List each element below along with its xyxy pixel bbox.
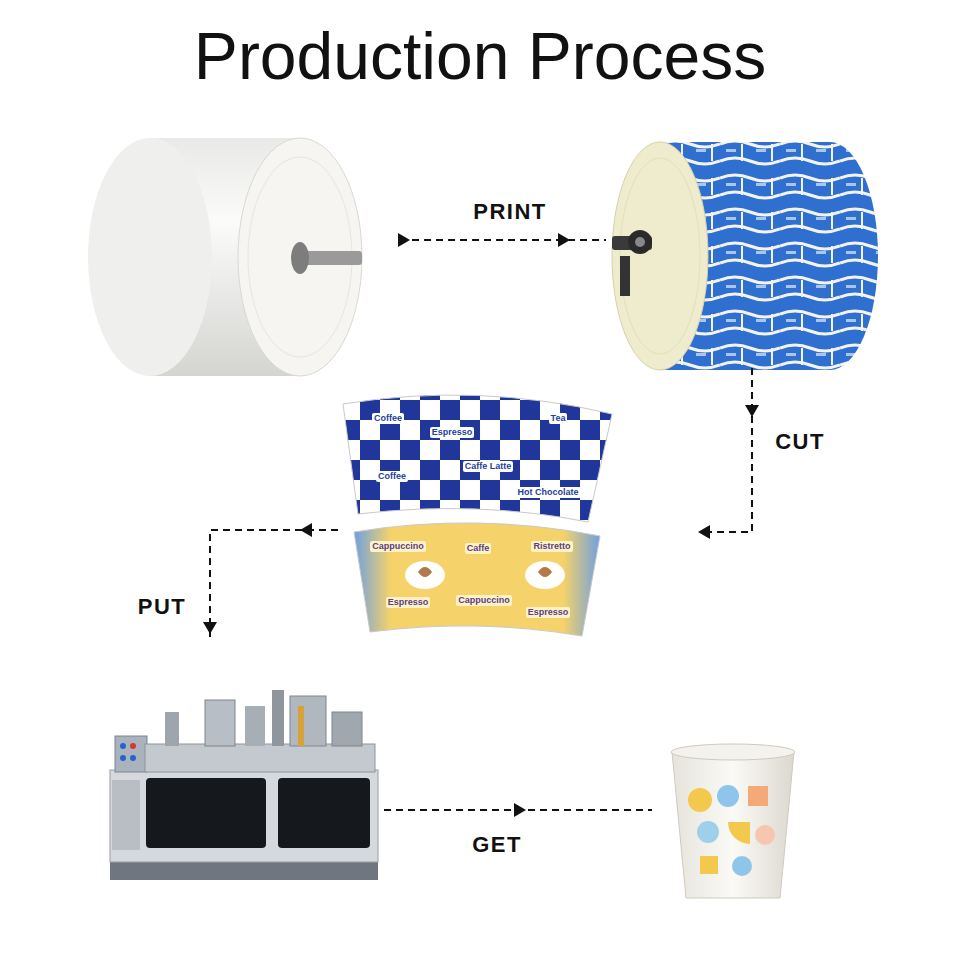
fan-print-text: Cappuccino <box>456 595 512 606</box>
illustration-rect <box>112 780 140 850</box>
fan-print-text: Hot Chocolate <box>515 487 580 498</box>
step-label: GET <box>468 832 526 858</box>
illustration-polygon <box>514 803 526 817</box>
illustration-rect <box>748 786 768 806</box>
fan-print-text: Caffe <box>465 543 492 554</box>
fan-print-text: Coffee <box>372 413 404 424</box>
cup-fan-blanks <box>343 395 612 636</box>
illustration-circle <box>635 237 645 247</box>
paper-roll <box>88 138 362 376</box>
illustration-rect <box>272 690 284 746</box>
step-label: PUT <box>134 594 191 620</box>
illustration-circle <box>120 743 126 749</box>
step-label: CUT <box>771 429 829 455</box>
illustration-path <box>700 368 752 532</box>
illustration-circle <box>717 785 739 807</box>
illustration-ellipse <box>620 158 700 354</box>
printed-roll <box>612 142 878 370</box>
illustration-ellipse <box>291 242 309 274</box>
illustration-rect <box>165 712 179 746</box>
illustration-circle <box>688 788 712 812</box>
illustration-polygon <box>300 523 312 537</box>
diagram-title: Production Process <box>194 18 766 94</box>
fan-print-text: Espresso <box>526 607 571 618</box>
illustration-ellipse <box>88 138 212 376</box>
flow-arrows <box>210 240 752 810</box>
illustration-path <box>538 567 552 577</box>
illustration-line <box>400 239 606 241</box>
illustration-polygon <box>558 233 570 247</box>
illustration-rect <box>115 736 147 772</box>
illustration-rect <box>110 860 378 880</box>
illustration-polygon <box>698 525 710 539</box>
illustration-rect <box>145 744 375 772</box>
illustration-ellipse <box>238 138 362 376</box>
illustration-ellipse <box>612 142 708 370</box>
illustration-circle <box>120 755 126 761</box>
arrow-heads <box>203 233 759 817</box>
illustration-rect <box>298 706 304 746</box>
fan-print-text: Espresso <box>386 597 431 608</box>
illustration-circle <box>755 825 775 845</box>
illustration-circle <box>130 743 136 749</box>
fan-print-text: Ristretto <box>531 541 572 552</box>
illustration-polygon <box>203 622 217 634</box>
illustration-circle <box>628 230 652 254</box>
illustration-rect <box>290 696 326 746</box>
illustration-ellipse <box>525 561 565 589</box>
illustration-rect <box>245 706 265 746</box>
fan-print-text: Espresso <box>430 427 475 438</box>
illustration-path <box>343 395 612 522</box>
illustration-polygon <box>398 233 410 247</box>
illustration-ellipse <box>782 142 878 370</box>
illustration-ellipse <box>671 744 795 760</box>
paper-cup-machine <box>110 690 378 880</box>
illustration-circle <box>697 821 719 843</box>
illustration-ellipse <box>405 561 445 589</box>
illustration-path <box>210 530 338 640</box>
illustration-polygon <box>745 405 759 417</box>
illustration-path <box>672 752 794 898</box>
illustration-rect <box>620 256 630 296</box>
illustration-rect <box>332 712 362 746</box>
step-label: PRINT <box>469 199 551 225</box>
paper-cup <box>671 744 795 898</box>
illustration-path <box>728 822 750 844</box>
fan-print-text: Coffee <box>376 471 408 482</box>
fan-print-text: Caffe Latte <box>463 461 514 472</box>
fan-print-text: Cappuccino <box>370 541 426 552</box>
illustration-path <box>354 523 600 636</box>
illustration-path <box>418 567 432 577</box>
illustration-circle <box>732 856 752 876</box>
illustration-rect <box>110 770 378 862</box>
illustration-rect <box>700 856 718 874</box>
fan-print-text: Tea <box>549 413 568 424</box>
illustration-rect <box>278 778 370 848</box>
illustration-circle <box>130 755 136 761</box>
illustration-rect <box>205 700 235 746</box>
illustration-rect <box>146 778 266 848</box>
